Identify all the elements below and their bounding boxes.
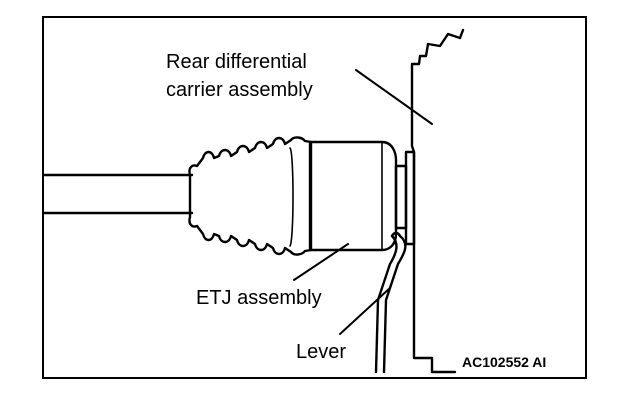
carrier-outline — [410, 28, 465, 374]
carrier-label-line2: carrier assembly — [166, 79, 313, 101]
leader-lines — [293, 69, 433, 335]
carrier-label: Rear differential carrier assembly — [166, 48, 313, 104]
etj-housing — [308, 140, 398, 252]
drive-shaft — [42, 173, 194, 215]
etj-leader — [293, 243, 349, 281]
lever — [374, 231, 407, 374]
boot-ridge — [289, 147, 294, 247]
etj-label: ETJ assembly — [196, 287, 322, 309]
carrier-label-line1: Rear differential — [166, 51, 307, 73]
lever-leader — [339, 287, 391, 335]
flange — [394, 150, 416, 246]
figure-code: AC102552 AI — [462, 354, 547, 370]
carrier-leader — [355, 69, 433, 125]
lever-label: Lever — [296, 341, 347, 363]
diagram-frame — [42, 16, 587, 379]
